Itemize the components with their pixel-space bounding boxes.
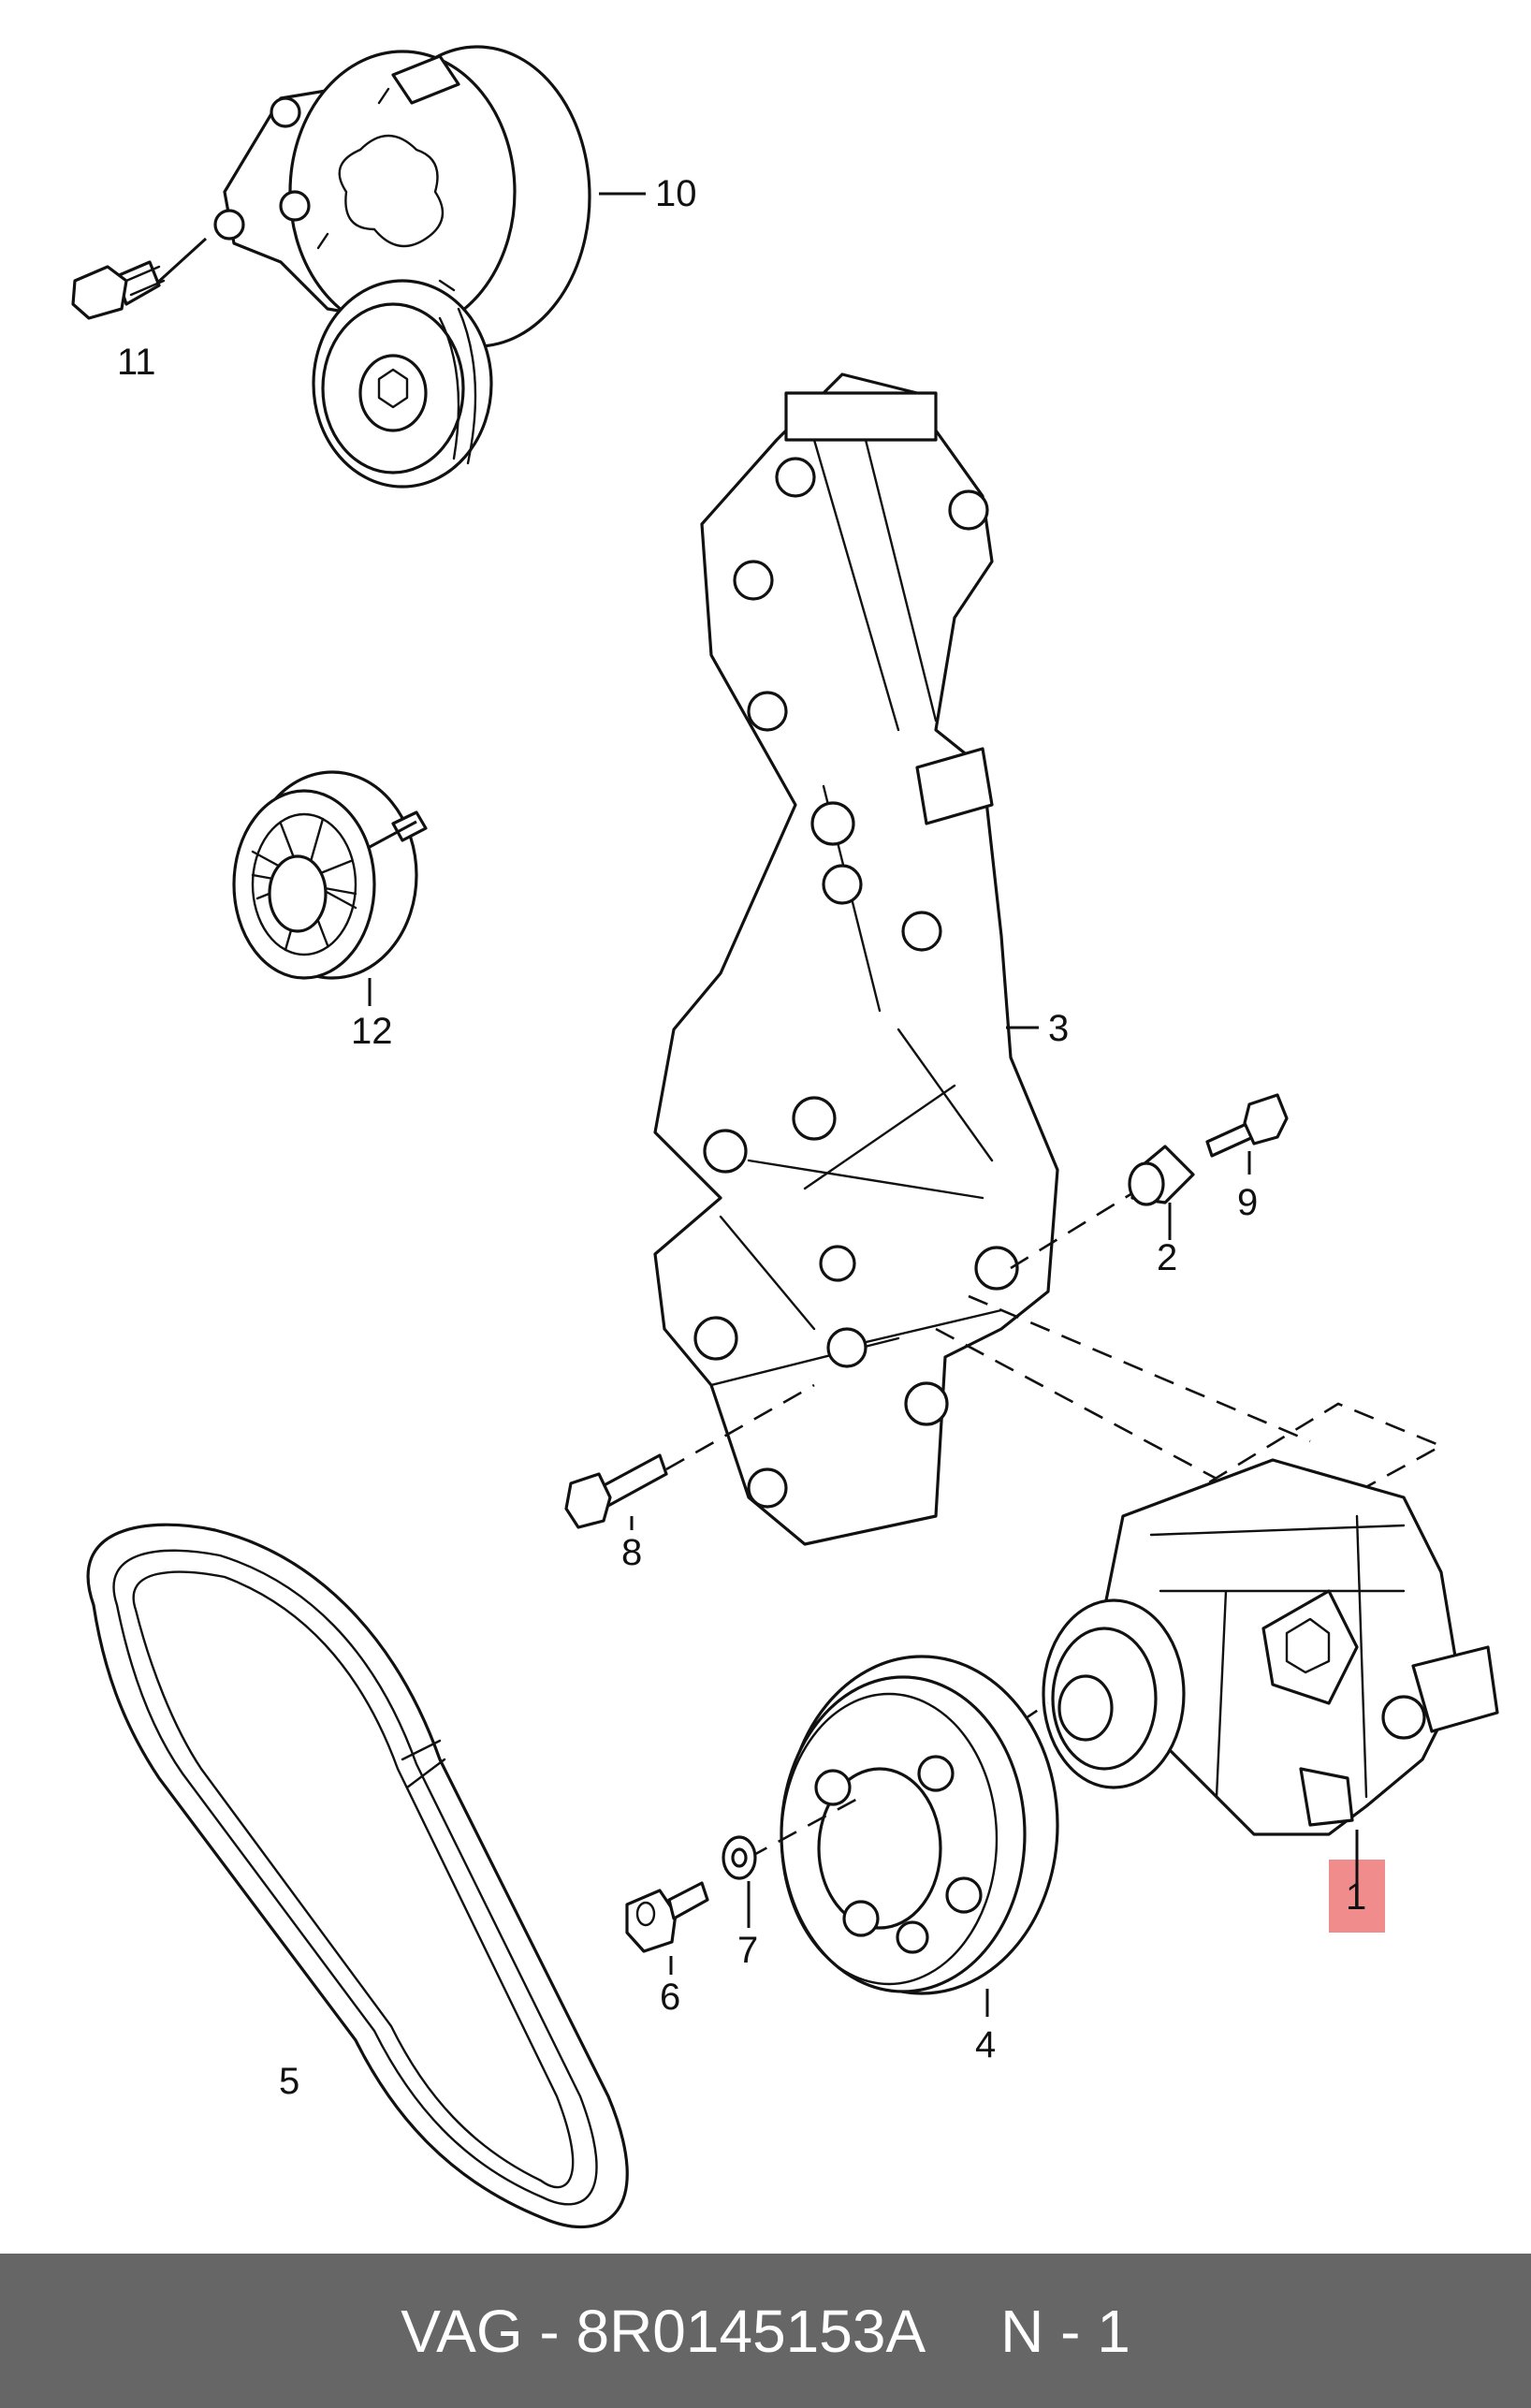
belt-tensioner-drawing: [213, 45, 591, 489]
callout-1: 1: [1346, 1876, 1366, 1918]
part-number-footer: VAG - 8R0145153A N - 1: [0, 2254, 1531, 2408]
exploded-parts-diagram: 10 11 12 3 2 9 8 1 7 6 4 5: [71, 45, 1499, 2229]
drive-belt-drawing: [86, 1523, 629, 2229]
position-label: N - 1: [1000, 2297, 1130, 2365]
callout-2: 2: [1157, 1237, 1177, 1278]
mounting-bracket-drawing: [653, 372, 1059, 1546]
pulley-bolt-drawing: [625, 1881, 709, 1975]
callout-4: 4: [975, 2024, 996, 2065]
callout-6: 6: [660, 1977, 680, 2018]
callout-10: 10: [655, 173, 697, 214]
callout-5: 5: [279, 2061, 299, 2102]
callout-8: 8: [621, 1532, 642, 1573]
callout-9: 9: [1237, 1182, 1258, 1223]
part-code-label: VAG - 8R0145153A: [401, 2297, 926, 2365]
callout-3: 3: [1048, 1008, 1069, 1049]
bracket-bolt-drawing: [1205, 1093, 1289, 1175]
long-bolt-drawing: [564, 1383, 815, 1530]
sleeve-drawing: [1010, 1145, 1195, 1270]
pump-pulley-drawing: [748, 1655, 1059, 2017]
idler-pulley-drawing: [232, 770, 428, 980]
tensioner-bolt-drawing: [71, 237, 208, 320]
washer-drawing: [722, 1835, 757, 1928]
callout-7: 7: [737, 1930, 758, 1971]
callout-11: 11: [117, 342, 156, 383]
power-steering-pump-drawing: [935, 1294, 1499, 1933]
callout-12: 12: [351, 1011, 393, 1052]
